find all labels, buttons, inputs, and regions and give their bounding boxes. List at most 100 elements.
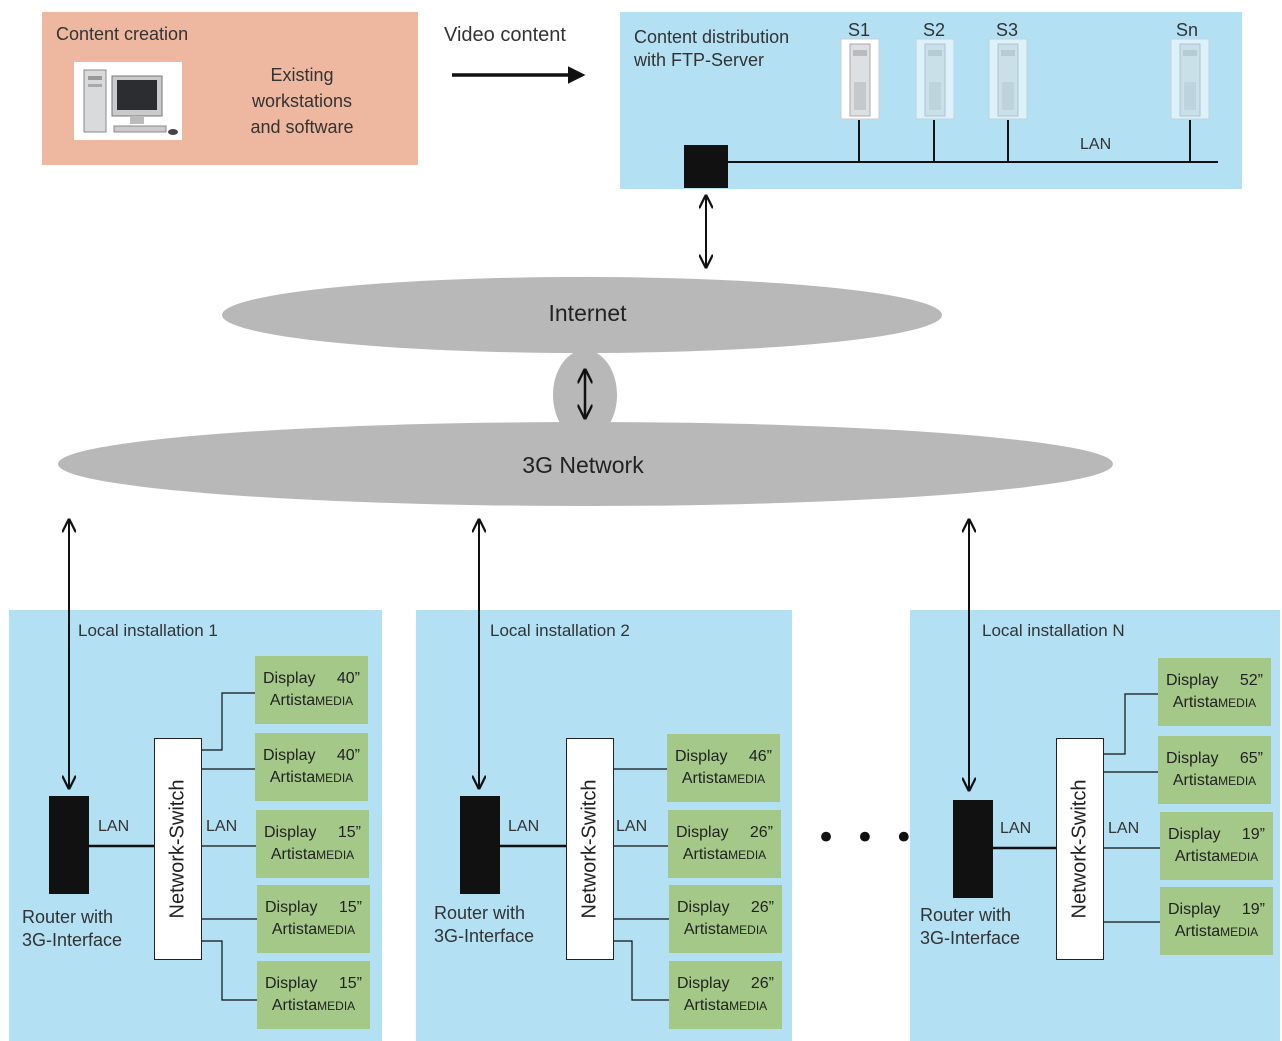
lan-label: LAN [206,818,238,835]
display-unit: Display 26” ArtistaMEDIA [668,810,781,878]
display-size: 26” [749,824,773,841]
desc-line: workstations [251,91,353,111]
display-size: 15” [338,975,362,992]
3g-network-label: 3G Network [522,452,644,478]
display-unit: Display 26” ArtistaMEDIA [669,961,782,1029]
content-creation-description: Existing workstations and software [232,62,372,140]
lan-label: LAN [1000,820,1032,837]
router-device [460,796,500,894]
display-size: 40” [336,747,360,764]
desc-line: and software [250,117,354,137]
lan-label: LAN [616,818,648,835]
display-brand-suffix: MEDIA [727,772,766,786]
display-brand-suffix: MEDIA [1220,850,1259,864]
display-name: Display [1168,901,1221,918]
display-size: 46” [748,748,772,765]
router-label-line: 3G-Interface [920,928,1021,948]
3g-network-cloud [58,422,1113,506]
content-creation-box: Content creation Existing workstations a… [42,12,418,165]
server-icon [915,38,955,120]
display-brand: Artista [271,997,318,1014]
display-size: 26” [750,975,774,992]
display-size: 19” [1241,826,1265,843]
display-brand: Artista [682,846,729,863]
internet-cloud [222,277,942,353]
display-brand: Artista [1174,848,1221,865]
display-brand-suffix: MEDIA [1220,925,1259,939]
content-creation-title: Content creation [56,24,189,44]
internet-label: Internet [548,300,627,326]
server-label-s1: S1 [848,20,871,40]
router-label-line: Router with [22,907,114,927]
server-label-sn: Sn [1176,20,1199,40]
more-installations-ellipsis: • • • [816,818,918,858]
display-brand: Artista [269,769,316,786]
distribution-title: Content distribution with FTP-Server [634,26,789,72]
display-name: Display [677,975,730,992]
display-brand: Artista [681,770,728,787]
server-label-s2: S2 [923,20,946,40]
display-size: 26” [750,899,774,916]
installation-title: Local installation 2 [490,621,630,640]
server-icon [988,38,1028,120]
display-brand-suffix: MEDIA [315,694,354,708]
router-label-line: Router with [434,903,526,923]
display-brand-suffix: MEDIA [1218,774,1257,788]
router-label-line: 3G-Interface [22,930,123,950]
network-switch: Network-Switch [1056,738,1104,960]
display-size: 52” [1239,672,1263,689]
display-size: 15” [337,824,361,841]
display-size: 19” [1241,901,1265,918]
display-brand-suffix: MEDIA [728,848,767,862]
display-name: Display [1168,826,1221,843]
installation-title: Local installation N [982,621,1125,640]
title-line: with FTP-Server [634,50,765,70]
router-label: Router with 3G-Interface [22,906,122,952]
display-unit: Display 46” ArtistaMEDIA [667,734,780,802]
display-name: Display [675,748,728,765]
server-label-s3: S3 [996,20,1019,40]
router-device [49,796,89,894]
video-content-label: Video content [444,24,566,46]
display-name: Display [676,824,729,841]
display-brand: Artista [271,921,318,938]
display-unit: Display 19” ArtistaMEDIA [1160,812,1273,880]
display-brand: Artista [683,997,730,1014]
display-brand-suffix: MEDIA [315,771,354,785]
router-label: Router with 3G-Interface [920,904,1020,950]
display-unit: Display 26” ArtistaMEDIA [669,885,782,953]
display-brand: Artista [269,692,316,709]
title-line: Content distribution [634,27,790,47]
display-name: Display [265,899,318,916]
display-brand-suffix: MEDIA [729,923,768,937]
display-name: Display [677,899,730,916]
router-device [953,800,993,898]
server-icon [840,38,880,120]
lan-label: LAN [98,818,130,835]
router-label-line: 3G-Interface [434,926,535,946]
display-brand: Artista [1172,772,1219,789]
server-icon [1170,38,1210,120]
display-brand-suffix: MEDIA [1218,696,1257,710]
display-brand: Artista [1174,923,1221,940]
display-brand: Artista [1172,694,1219,711]
display-size: 40” [336,670,360,687]
display-name: Display [264,824,317,841]
display-brand: Artista [683,921,730,938]
display-name: Display [1166,672,1219,689]
display-name: Display [263,670,316,687]
display-size: 15” [338,899,362,916]
workstation-icon [74,62,182,140]
display-brand-suffix: MEDIA [729,999,768,1013]
lan-label: LAN [1108,820,1140,837]
display-name: Display [265,975,318,992]
display-name: Display [1166,750,1219,767]
display-brand-suffix: MEDIA [316,848,355,862]
display-unit: Display 19” ArtistaMEDIA [1160,887,1273,955]
display-unit: Display 52” ArtistaMEDIA [1158,658,1271,726]
